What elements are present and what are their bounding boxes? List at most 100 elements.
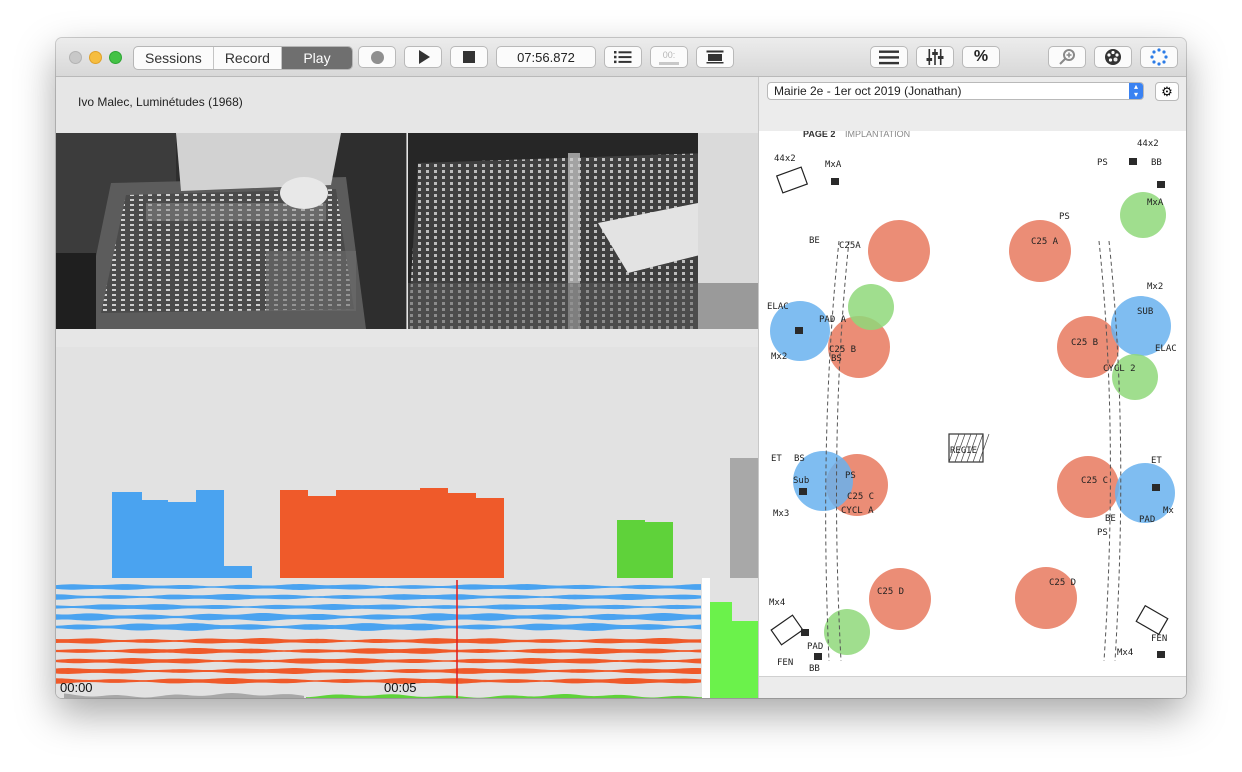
dotted-circle-icon [1150, 48, 1168, 66]
menu-lines-button[interactable] [870, 46, 908, 68]
video-divider [406, 133, 407, 329]
mode-segmented-control: Sessions Record Play [133, 46, 353, 70]
regie-hatch [948, 433, 960, 463]
timecode-button[interactable]: 00: [650, 46, 688, 68]
level-bar-blue [140, 500, 168, 578]
gear-icon: ⚙ [1161, 84, 1173, 99]
sketch-label-left: BS [831, 354, 842, 364]
speaker-zone-blue [1115, 463, 1175, 523]
waveform-track-orange [56, 648, 701, 654]
level-bar-green [645, 522, 673, 578]
regie-box [948, 433, 984, 463]
palette-icon [1105, 49, 1121, 65]
equipment-mark [1152, 484, 1160, 491]
zoom-window-button[interactable] [109, 51, 122, 64]
waveform-track-orange [56, 678, 701, 684]
equipment-mark [1157, 651, 1165, 658]
stop-icon [463, 51, 475, 63]
sketch-label-right: ELAC [1155, 344, 1177, 354]
equipment-mark [1129, 158, 1137, 165]
speaker-zone-orange [869, 568, 931, 630]
regie-hatch [954, 433, 966, 463]
palette-button[interactable] [1094, 46, 1132, 68]
level-bar-orange [364, 490, 392, 578]
sketch-label-right: C25 C [1081, 476, 1108, 486]
sketch-label-left: ELAC [767, 302, 789, 312]
sketch-label-right: MxA [1147, 198, 1164, 208]
minimize-window-button[interactable] [89, 51, 102, 64]
speaker-box [1135, 604, 1169, 636]
play-icon [419, 50, 430, 64]
level-bar-blue [224, 566, 252, 578]
waveform-track-orange [56, 638, 701, 644]
waveform-timeline [56, 458, 758, 698]
sketch-label-left: C25 D [877, 587, 904, 597]
screen-button[interactable] [696, 46, 734, 68]
right-panel: Mairie 2e - 1er oct 2019 (Jonathan) ▴▾ ⚙… [758, 77, 1186, 698]
close-window-button[interactable] [69, 51, 82, 64]
waveform-track-blue [56, 613, 701, 621]
speaker-zone-orange [1015, 567, 1077, 629]
timecode-label: 00: [662, 49, 676, 60]
speaker-zone-blue [1111, 296, 1171, 356]
video-view-1[interactable] [56, 133, 406, 329]
sketch-label-left: Mx2 [771, 352, 787, 362]
plan-footer [759, 676, 1186, 698]
sketch-label-left: FEN [777, 658, 793, 668]
record-tab[interactable]: Record [214, 47, 282, 69]
stop-button[interactable] [450, 46, 488, 68]
regie-hatch [960, 433, 972, 463]
sketch-label-left: PS [845, 471, 856, 481]
level-bar-orange [308, 496, 336, 578]
session-select[interactable]: Mairie 2e - 1er oct 2019 (Jonathan) ▴▾ [767, 82, 1144, 100]
sketch-label-right: ET [1151, 456, 1162, 466]
time-display: 07:56.872 [496, 46, 596, 68]
toolbar: Sessions Record Play 07:56.872 00: [56, 38, 1186, 77]
equipment-mark [801, 629, 809, 636]
level-bar-orange [392, 490, 420, 578]
waveform-track-blue [56, 584, 701, 590]
sketch-label-left: MxA [825, 160, 842, 170]
sessions-tab[interactable]: Sessions [134, 47, 214, 69]
regie-label: REGIE [950, 446, 977, 456]
level-bar-orange [476, 498, 504, 578]
add-marker-button[interactable] [1048, 46, 1086, 68]
mixing-desk-image [56, 133, 406, 329]
play-tab[interactable]: Play [281, 47, 352, 69]
speaker-zone-orange [1009, 220, 1071, 282]
meter-green [732, 621, 758, 698]
sketch-label-right: Mx2 [1147, 282, 1163, 292]
sketch-label-right: PS [1097, 158, 1108, 168]
sketch-label-right: CYCL 2 [1103, 364, 1136, 374]
settings-button[interactable]: ⚙ [1155, 82, 1179, 101]
sketch-label-right: BB [1151, 158, 1162, 168]
play-button[interactable] [404, 46, 442, 68]
level-bar-blue [168, 502, 196, 578]
mixer-button[interactable] [916, 46, 954, 68]
sketch-label-left: CYCL A [841, 506, 874, 516]
sliders-icon [926, 49, 944, 65]
loop-dots-button[interactable] [1140, 46, 1178, 68]
page-sub-label: IMPLANTATION [845, 131, 911, 139]
speaker-zone-orange [828, 316, 890, 378]
record-dot-icon [370, 50, 384, 64]
level-bar-orange [280, 490, 308, 578]
waveform-track-orange [56, 658, 701, 664]
speaker-zone-green [1112, 354, 1158, 400]
level-bar-gray [730, 458, 758, 578]
record-button[interactable] [358, 46, 396, 68]
waveform-area[interactable]: 00:00 00:05 [56, 347, 758, 698]
video-view-2[interactable] [408, 133, 758, 329]
stage-outline [825, 240, 840, 662]
sketch-label-left: BS [794, 454, 805, 464]
sketch-label-left: C25 B [829, 345, 856, 355]
percent-button[interactable]: % [962, 46, 1000, 68]
sketch-label-left: BE [809, 236, 820, 246]
sketch-label-right: C25 B [1071, 338, 1098, 348]
list-button[interactable] [604, 46, 642, 68]
speaker-zone-blue [793, 451, 853, 511]
level-bar-blue [112, 492, 142, 578]
level-bar-green [617, 520, 645, 578]
